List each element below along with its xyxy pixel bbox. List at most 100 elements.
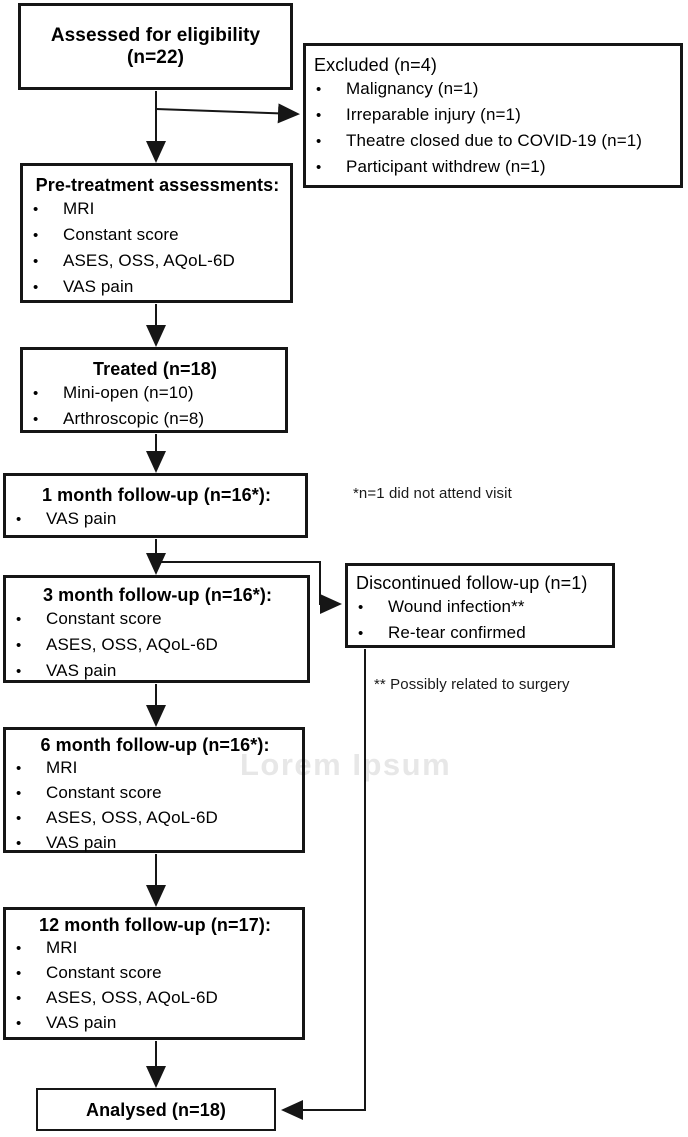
- list-item: • MRI: [6, 756, 302, 781]
- list-item: •MRI: [6, 936, 302, 961]
- box-6-month-follow-up: 6 month follow-up (n=16*): • MRI •Constant…: [3, 727, 305, 853]
- list-item: • Constant score: [6, 961, 302, 986]
- box-title: Excluded (n=4): [314, 55, 437, 75]
- list-item: • Irreparable injury (n=1): [306, 102, 680, 128]
- box-item-list: • MRI • Constant score •ASES, OSS, AQoL-6D • V…: [23, 196, 290, 300]
- list-item: • VAS pain: [23, 274, 290, 300]
- box-title: Analysed (n=18): [85, 1099, 227, 1120]
- list-item-text: MRI: [63, 199, 95, 218]
- list-item-text: ASES, OSS, AQoL-6D: [46, 635, 218, 654]
- list-item: •Constant score: [6, 781, 302, 806]
- list-item: • VAS pain: [6, 658, 307, 684]
- list-item: • ASES, OSS, AQoL-6D: [6, 632, 307, 658]
- list-item: • Constant score: [6, 606, 307, 632]
- box-title: 1 month follow-up (n=16*):: [41, 485, 272, 505]
- bullet-icon: •: [16, 990, 22, 1007]
- bullet-icon: •: [16, 835, 22, 852]
- list-item-text: Constant score: [46, 609, 162, 628]
- bullet-icon: •: [33, 385, 39, 402]
- box-treated: Treated (n=18) • Mini-open (n=10) • Arthros…: [20, 347, 288, 433]
- bullet-icon: •: [358, 625, 364, 642]
- list-item-text: Constant score: [46, 963, 162, 982]
- list-item-text: ASES, OSS, AQoL-6D: [46, 988, 218, 1007]
- list-item-text: VAS pain: [46, 833, 117, 852]
- bullet-icon: •: [16, 511, 22, 528]
- list-item: • ASES, OSS, AQoL-6D: [6, 806, 302, 831]
- list-item: • Wound infection**: [348, 594, 612, 620]
- bullet-icon: •: [16, 965, 22, 982]
- box-title: Pre-treatment assessments:: [35, 175, 280, 195]
- box-title: 12 month follow-up (n=17):: [38, 915, 272, 935]
- box-assessed-eligibility: Assessed for eligibility (n=22): [18, 3, 293, 90]
- bullet-icon: •: [16, 663, 22, 680]
- list-item-text: ASES, OSS, AQoL-6D: [46, 808, 218, 827]
- list-item-text: VAS pain: [46, 661, 117, 680]
- bullet-icon: •: [33, 201, 39, 218]
- box-item-list: • Constant score • ASES, OSS, AQoL-6D • VAS p…: [6, 606, 307, 684]
- list-item: • ASES, OSS, AQoL-6D: [6, 986, 302, 1011]
- list-item-text: Malignancy (n=1): [346, 79, 479, 98]
- box-item-list: • Wound infection** • Re-tear confirmed: [348, 594, 612, 646]
- box-pretreatment-assessments: Pre-treatment assessments: • MRI • Constant…: [20, 163, 293, 303]
- list-item-text: Theatre closed due to COVID-19 (n=1): [346, 131, 643, 150]
- bullet-icon: •: [33, 279, 39, 296]
- footnote-attendance: *n=1 did not attend visit: [353, 485, 512, 502]
- list-item-text: VAS pain: [46, 1013, 117, 1032]
- box-title: 6 month follow-up (n=16*):: [40, 735, 270, 755]
- box-title: Assessed for eligibility (n=22): [50, 24, 261, 68]
- bullet-icon: •: [16, 611, 22, 628]
- box-12-month-follow-up: 12 month follow-up (n=17): •MRI • Constant…: [3, 907, 305, 1040]
- list-item-text: Participant withdrew (n=1): [346, 157, 546, 176]
- list-item: • Re-tear confirmed: [348, 620, 612, 646]
- list-item: • VAS pain: [6, 831, 302, 856]
- list-item: • Constant score: [23, 222, 290, 248]
- bullet-icon: •: [316, 133, 322, 150]
- list-item-text: Arthroscopic (n=8): [63, 409, 205, 428]
- list-item-text: Mini-open (n=10): [63, 383, 194, 402]
- list-item-text: Constant score: [63, 225, 179, 244]
- list-item-text: Irreparable injury (n=1): [346, 105, 521, 124]
- arrow-discontinued-to-analysed: [281, 649, 366, 1120]
- box-1-month-follow-up: 1 month follow-up (n=16*): • VAS pain: [3, 473, 308, 538]
- box-title: 3 month follow-up (n=16*):: [42, 585, 273, 605]
- box-excluded: Excluded (n=4) • Malignancy (n=1) • Irrepar…: [303, 43, 683, 188]
- list-item-text: VAS pain: [46, 509, 117, 528]
- list-item: • Mini-open (n=10): [23, 380, 285, 406]
- bullet-icon: •: [316, 81, 322, 98]
- list-item: • Participant withdrew (n=1): [306, 154, 680, 180]
- box-discontinued-follow-up: Discontinued follow-up (n=1) • Wound infe…: [345, 563, 615, 648]
- box-title: Discontinued follow-up (n=1): [356, 573, 588, 593]
- box-item-list: • Malignancy (n=1) • Irreparable injury (n=…: [306, 76, 680, 180]
- box-analysed: Analysed (n=18): [36, 1088, 276, 1131]
- bullet-icon: •: [16, 760, 22, 777]
- bullet-icon: •: [33, 411, 39, 428]
- bullet-icon: •: [16, 785, 22, 802]
- box-item-list: • VAS pain: [6, 506, 305, 532]
- bullet-icon: •: [316, 107, 322, 124]
- list-item: •ASES, OSS, AQoL-6D: [23, 248, 290, 274]
- arrow-assessed-to-excluded: [155, 103, 300, 124]
- bullet-icon: •: [16, 1015, 22, 1032]
- list-item-text: ASES, OSS, AQoL-6D: [63, 251, 235, 270]
- box-3-month-follow-up: 3 month follow-up (n=16*): • Constant sco…: [3, 575, 310, 683]
- bullet-icon: •: [16, 810, 22, 827]
- bullet-icon: •: [33, 227, 39, 244]
- list-item: • Theatre closed due to COVID-19 (n=1): [306, 128, 680, 154]
- list-item: • Malignancy (n=1): [306, 76, 680, 102]
- list-item-text: MRI: [46, 758, 78, 777]
- box-item-list: •MRI • Constant score • ASES, OSS, AQoL-6D • V…: [6, 936, 302, 1036]
- list-item: • MRI: [23, 196, 290, 222]
- list-item: • Arthroscopic (n=8): [23, 406, 285, 432]
- list-item: • VAS pain: [6, 1011, 302, 1036]
- bullet-icon: •: [358, 599, 364, 616]
- list-item: • VAS pain: [6, 506, 305, 532]
- list-item-text: Re-tear confirmed: [388, 623, 526, 642]
- watermark: Lorem Ipsum: [240, 747, 452, 782]
- list-item-text: Wound infection**: [388, 597, 525, 616]
- bullet-icon: •: [16, 637, 22, 654]
- box-title: Treated (n=18): [93, 359, 217, 379]
- box-item-list: • Mini-open (n=10) • Arthroscopic (n=8): [23, 380, 285, 432]
- list-item-text: VAS pain: [63, 277, 134, 296]
- bullet-icon: •: [316, 159, 322, 176]
